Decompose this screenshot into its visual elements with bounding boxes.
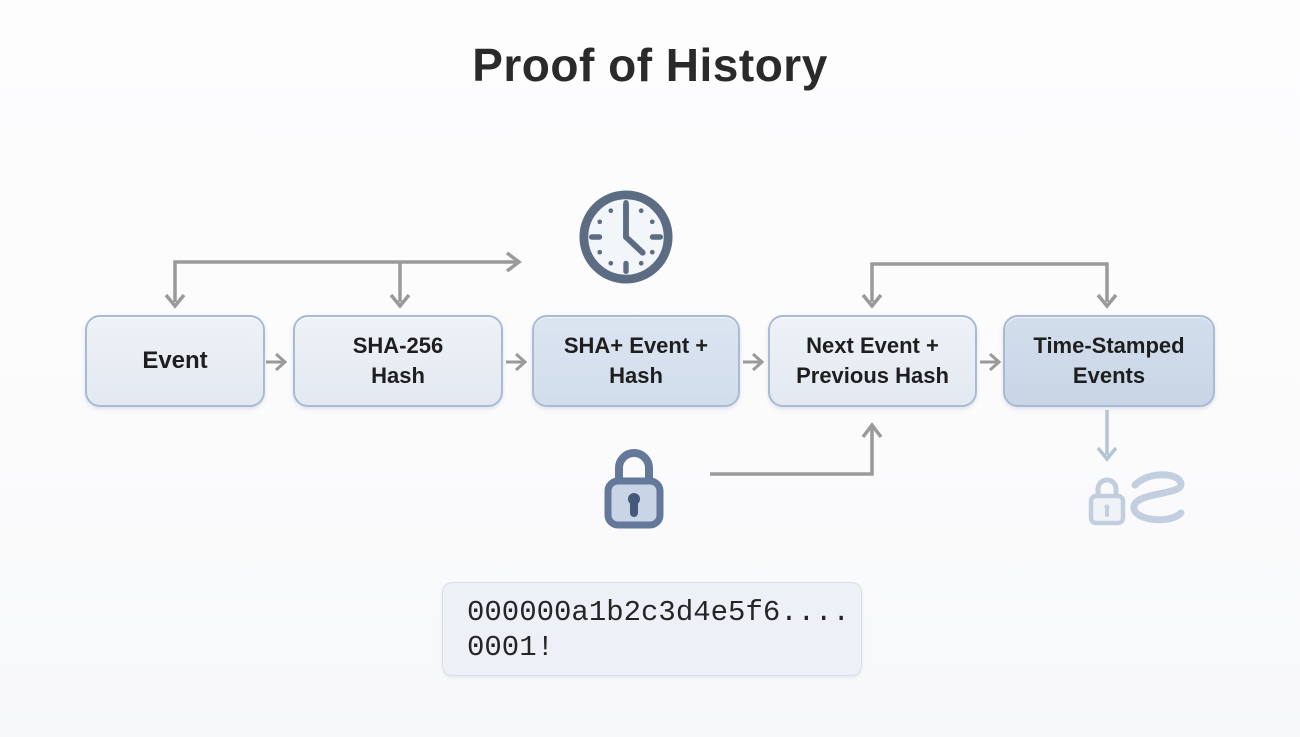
faded-lock-icon xyxy=(1088,477,1126,526)
flow-box-sha256-hash: SHA-256 Hash xyxy=(293,315,503,407)
lock-icon xyxy=(604,449,664,529)
flow-box-label: SHA+ Event + Hash xyxy=(563,333,709,388)
flow-box-sha-event-hash: SHA+ Event + Hash xyxy=(532,315,740,407)
scribble-icon xyxy=(1130,471,1185,524)
arrow-top-left-branch xyxy=(164,251,522,309)
page-title: Proof of History xyxy=(472,39,828,91)
flow-box-label: Time-Stamped Events xyxy=(1033,333,1185,388)
flow-box-label: SHA-256 Hash xyxy=(352,333,444,388)
arrow-top-right-branch xyxy=(861,262,1118,309)
flow-box-label: Event xyxy=(142,346,208,374)
flow-box-next-event-previous-hash: Next Event + Previous Hash xyxy=(768,315,977,407)
clock-icon xyxy=(579,190,673,284)
hash-value-line2: 0001! xyxy=(467,631,555,664)
flow-box-event: Event xyxy=(85,315,265,407)
flow-box-label: Next Event + Previous Hash xyxy=(796,333,949,388)
hash-output-box: 000000a1b2c3d4e5f6.... 0001! xyxy=(442,582,862,676)
flow-box-time-stamped-events: Time-Stamped Events xyxy=(1003,315,1215,407)
arrow-lock-to-next-event xyxy=(710,422,883,476)
arrow-timestamped-to-output xyxy=(1096,410,1118,462)
hash-value-line1: 000000a1b2c3d4e5f6.... xyxy=(467,596,850,629)
